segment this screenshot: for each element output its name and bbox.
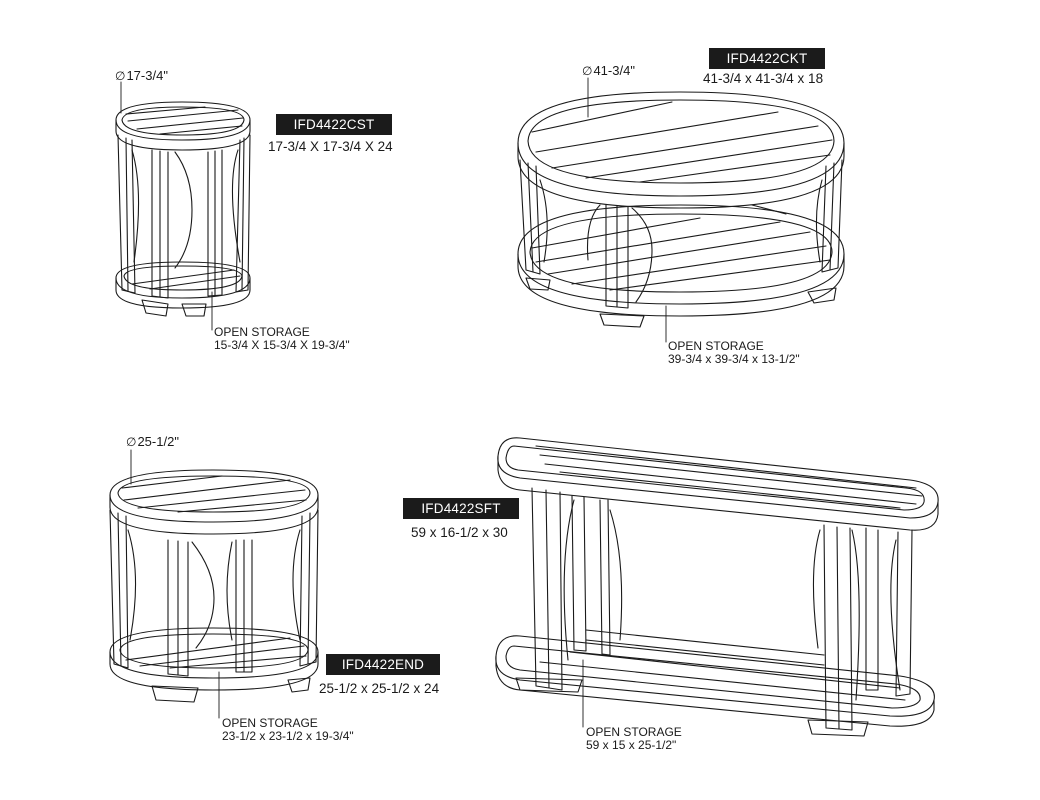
sofa-leg	[895, 529, 913, 697]
diameter-symbol: ∅	[582, 64, 593, 78]
sofa-product-code: IFD4422SFT	[403, 498, 519, 519]
cocktail-foot	[599, 313, 645, 328]
sofa-bottom-shelf	[495, 635, 935, 717]
cocktail-product-code: IFD4422CKT	[709, 48, 825, 69]
end-bottom-ring	[109, 627, 319, 691]
chairside-storage-label: OPEN STORAGE 15-3/4 X 15-3/4 X 19-3/4"	[214, 325, 350, 352]
cocktail-dimensions: 41-3/4 x 41-3/4 x 18	[703, 71, 824, 86]
chairside-top	[115, 101, 251, 151]
cocktail-foot	[525, 277, 551, 291]
sofa-leg	[865, 527, 879, 691]
chairside-leg	[235, 134, 251, 293]
end-foot	[287, 677, 311, 693]
cocktail-bottom-ring	[517, 204, 845, 317]
cocktail-top	[517, 91, 845, 209]
chairside-foot	[181, 303, 207, 317]
sofa-table-drawing	[495, 437, 939, 737]
diameter-symbol: ∅	[115, 69, 126, 83]
end-diameter-label: ∅25-1/2"	[126, 434, 179, 450]
chairside-diameter-label: ∅17-3/4"	[115, 68, 168, 84]
end-table-drawing	[109, 449, 319, 719]
cocktail-diameter-label: ∅41-3/4"	[582, 63, 635, 79]
sofa-storage-label: OPEN STORAGE 59 x 15 x 25-1/2"	[586, 725, 682, 752]
cocktail-storage-label: OPEN STORAGE 39-3/4 x 39-3/4 x 13-1/2"	[668, 339, 800, 366]
end-dimensions: 25-1/2 x 25-1/2 x 24	[319, 681, 440, 696]
chairside-leg	[117, 134, 136, 294]
chairside-table-drawing	[115, 81, 251, 331]
sofa-foot	[515, 677, 583, 693]
sofa-top	[497, 437, 939, 519]
cocktail-foot	[807, 287, 837, 304]
chairside-product-code: IFD4422CST	[276, 114, 392, 135]
sofa-dimensions: 59 x 16-1/2 x 30	[411, 525, 508, 540]
sofa-foot	[807, 719, 869, 737]
end-product-code: IFD4422END	[326, 654, 440, 675]
sofa-leg	[599, 499, 611, 656]
end-storage-label: OPEN STORAGE 23-1/2 x 23-1/2 x 19-3/4"	[222, 716, 354, 743]
end-top	[109, 469, 319, 535]
end-foot	[151, 685, 199, 703]
chairside-foot	[141, 299, 169, 317]
sofa-leg	[571, 495, 587, 652]
cocktail-table-drawing	[517, 77, 845, 343]
chairside-dimensions: 17-3/4 X 17-3/4 X 24	[268, 139, 393, 154]
diameter-symbol: ∅	[126, 435, 137, 449]
